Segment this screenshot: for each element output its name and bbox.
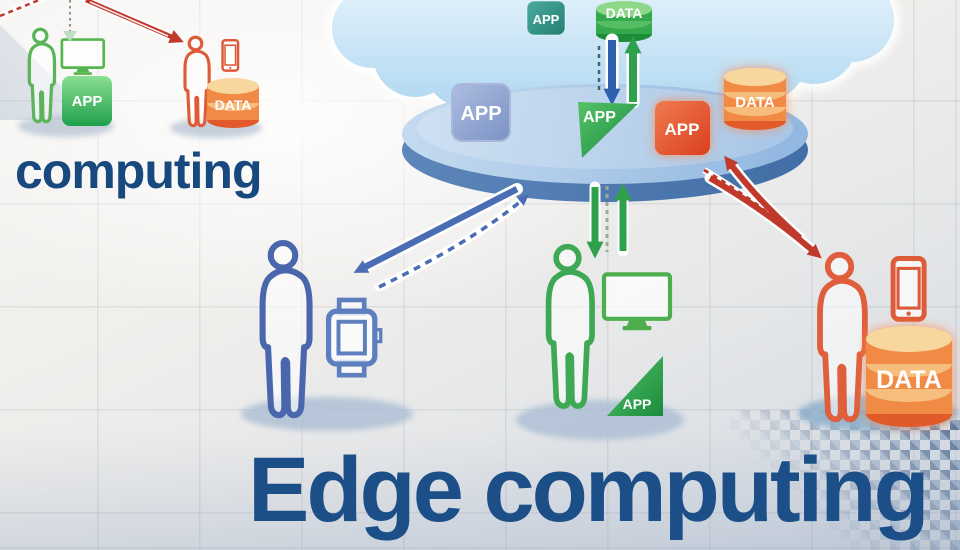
- blue-transfer-arrows: [353, 183, 529, 292]
- monitor-icon-green: [604, 274, 670, 330]
- edge-user-green: APP: [549, 247, 670, 416]
- data-cylinder-orange-platform: DATA: [724, 68, 786, 130]
- person-icon-green-left: [27, 27, 57, 124]
- app-icon-green-triangle: APP: [578, 102, 638, 158]
- app-icon-orange: APP: [655, 101, 710, 155]
- red-transfer-arrows: [702, 155, 822, 259]
- monitor-icon-left: [60, 38, 106, 77]
- platform-app-orange-label: APP: [665, 120, 700, 139]
- left-app-label: APP: [72, 93, 103, 110]
- person-icon-green: [549, 247, 592, 406]
- left-data-label: DATA: [215, 97, 252, 113]
- cloud-data-label: DATA: [606, 5, 643, 21]
- dashed-red-line-corner: [0, 0, 43, 18]
- arrow-disc-to-person-blue: [353, 186, 519, 273]
- smartwatch-icon: [329, 300, 381, 375]
- app-icon-cloud-teal: APP: [526, 0, 566, 36]
- green-transfer-arrows: [586, 181, 632, 259]
- phone-icon-orange: [893, 258, 924, 319]
- platform-app-blue-label: APP: [460, 103, 501, 125]
- mosaic-corner-bottom-right: [730, 410, 960, 550]
- edge-green-app-label: APP: [623, 396, 652, 412]
- arrow-person-to-disc-blue-dashed: [378, 194, 529, 289]
- data-cylinder-orange-left: DATA: [207, 78, 259, 128]
- cloud-app-label: APP: [533, 12, 560, 27]
- person-icon-orange-left: [183, 35, 211, 128]
- platform-data-orange-label: DATA: [735, 94, 775, 111]
- app-box-green-left: APP: [62, 76, 112, 126]
- person-icon-orange: [820, 255, 865, 419]
- app-icon-blue: APP: [451, 83, 511, 142]
- phone-icon-left: [221, 39, 240, 72]
- arrow-disc-to-person-red: [708, 175, 822, 259]
- cloud-platform-arrows: [597, 33, 642, 109]
- person-icon-blue: [263, 243, 310, 415]
- data-cylinder-cloud-green: DATA: [596, 1, 652, 42]
- left-group: APP DATA: [0, 0, 259, 128]
- edge-orange-data-label: DATA: [876, 366, 942, 394]
- dotted-line-arrowhead: [63, 31, 77, 42]
- data-cylinder-orange-large: DATA: [866, 326, 952, 427]
- arrow-person-to-disc-red: [724, 155, 803, 241]
- caption-cloud-computing: computing: [15, 143, 263, 199]
- app-triangle-green-person: APP: [607, 356, 663, 416]
- dashed-red-middle-line: [703, 168, 806, 246]
- main-title: Edge computing: [248, 439, 930, 541]
- shadow-ellipse: [241, 397, 413, 431]
- platform-app-green-label: APP: [583, 109, 616, 126]
- edge-user-orange: DATA: [820, 255, 952, 427]
- bottom-blue-wash: [0, 430, 960, 550]
